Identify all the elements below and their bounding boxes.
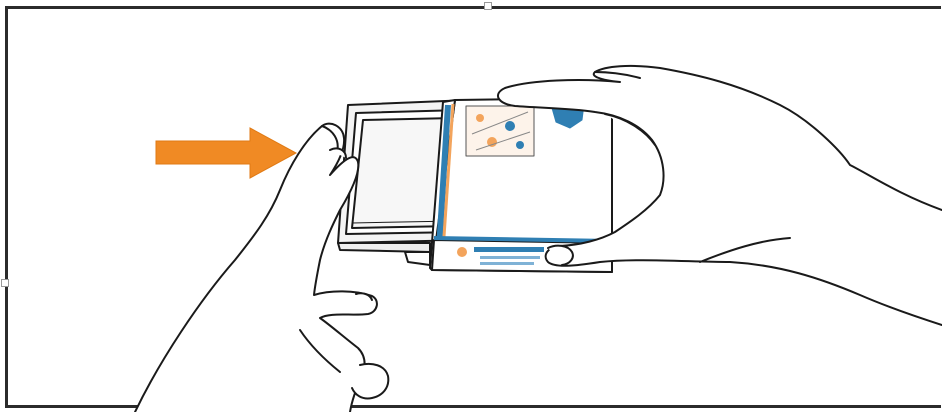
arrow-right-icon (156, 128, 296, 178)
brand-logo-icon (457, 247, 467, 257)
